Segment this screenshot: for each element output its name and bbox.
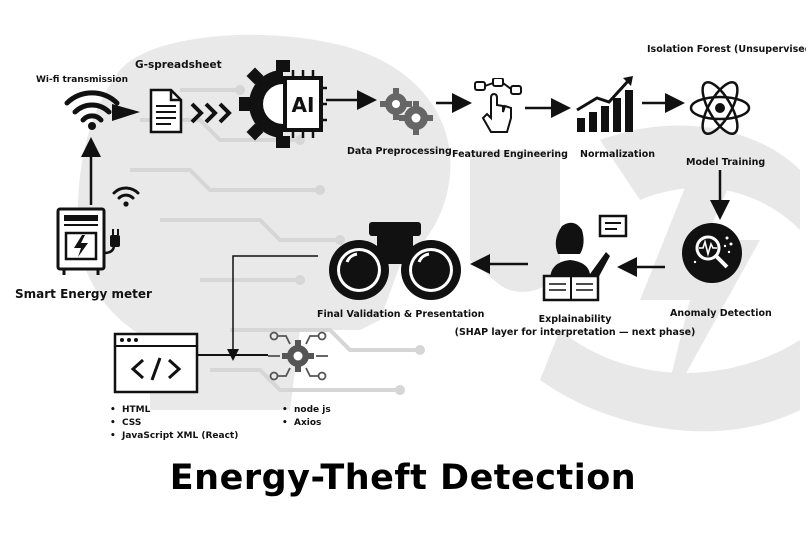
magnifier-icon <box>682 223 742 283</box>
wifi-icon <box>64 90 120 130</box>
ai-gear-icon: AI <box>239 60 327 148</box>
triple-chevron-icon <box>190 102 232 124</box>
cog-circuit-icon <box>268 331 328 381</box>
feature-engineering-label: Featured Engineering <box>452 149 568 160</box>
atom-icon <box>689 81 751 135</box>
arrow-wifi-to-sheet <box>112 104 140 121</box>
model-training-label: Model Training <box>686 157 766 168</box>
ai-chip-label: AI <box>292 93 315 117</box>
list-item: CSS <box>110 417 238 430</box>
anomaly-detection-label: Anomaly Detection <box>670 308 772 319</box>
gsheet-label: G-spreadsheet <box>135 59 222 71</box>
explainability-label: Explainability <box>538 314 612 325</box>
list-item: JavaScript XML (React) <box>110 430 238 443</box>
explainability-note: (SHAP layer for interpretation — next ph… <box>454 327 696 338</box>
list-item: node js <box>282 404 331 417</box>
list-item: HTML <box>110 404 238 417</box>
page-title: Energy-Theft Detection <box>169 458 637 498</box>
wifi-transmission-label: Wi-fi transmission <box>36 75 128 85</box>
connector-validation-to-frontend <box>227 255 318 361</box>
list-item: Axios <box>282 417 331 430</box>
data-preprocessing-label: Data Preprocessing <box>347 146 452 157</box>
smart-meter-label: Smart Energy meter <box>15 287 152 301</box>
backend-stack-list: node js Axios <box>282 404 331 430</box>
presenter-icon <box>542 214 628 302</box>
pointer-icon <box>474 78 522 133</box>
smart-meter-icon <box>56 207 120 275</box>
frontend-stack-list: HTML CSS JavaScript XML (React) <box>110 404 238 443</box>
document-icon <box>149 88 183 134</box>
bar-trend-icon <box>576 76 633 132</box>
small-wifi-icon <box>112 186 140 207</box>
normalization-label: Normalization <box>580 149 656 160</box>
gears-icon <box>380 88 433 135</box>
final-validation-label: Final Validation & Presentation <box>317 309 485 320</box>
binoculars-icon <box>329 222 461 300</box>
code-window-icon <box>113 332 199 394</box>
isolation-forest-label: Isolation Forest (Unsupervised) <box>647 44 806 55</box>
